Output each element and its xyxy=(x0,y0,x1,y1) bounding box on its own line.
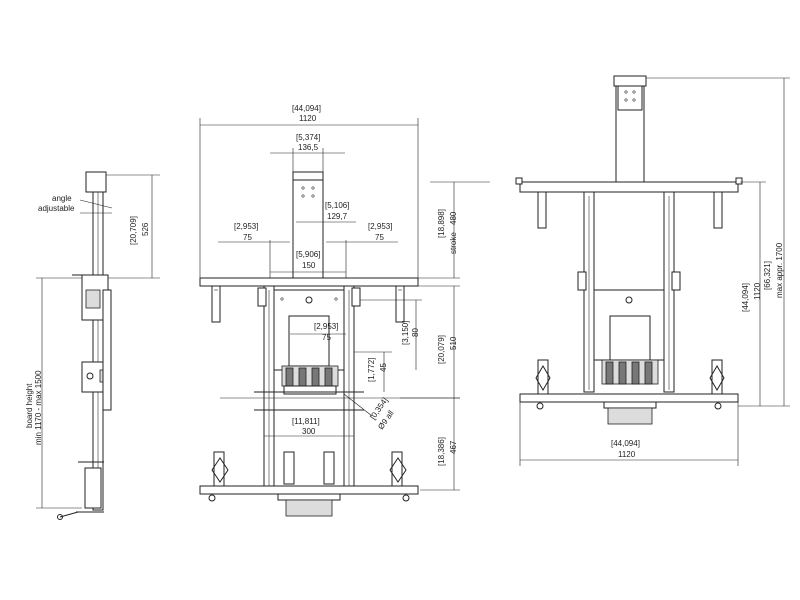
board-height-label-1: board height xyxy=(25,383,34,428)
board-height-label-2: min 1170 - max 1500 xyxy=(34,370,43,445)
front-top-crossbar xyxy=(199,277,419,287)
dim-right-1120-inch: [44,094] xyxy=(741,283,750,312)
right-foot-box xyxy=(607,407,653,425)
dim-base-1120-mm: 1120 xyxy=(618,450,636,459)
dim-1120-inch: [44,094] xyxy=(292,104,321,113)
dim-467-inch: [18,386] xyxy=(437,437,446,466)
right-base-bar xyxy=(519,393,739,403)
dim-150-inch: [5,906] xyxy=(296,250,320,259)
hole-leader xyxy=(343,393,373,417)
dim-base-1120-inch: [44,094] xyxy=(611,439,640,448)
dim-300-mm: 300 xyxy=(302,427,316,436)
front-view: [44,094] 1120 [5,374] 136,5 [5,106] 129,… xyxy=(199,104,490,517)
dim-75-right-inch: [2,953] xyxy=(368,222,392,231)
dim-stroke-mm: 480 xyxy=(449,211,458,225)
dim-526-mm: 526 xyxy=(141,222,150,236)
dim-510-mm: 510 xyxy=(449,336,458,350)
dim-45-mm: 45 xyxy=(379,363,388,372)
right-view: [66,321] max appr. 1700 [44,094] 1120 xyxy=(515,75,790,466)
dim-136-inch: [5,374] xyxy=(296,133,320,142)
dim-plate-75-inch: [2,953] xyxy=(314,322,338,331)
front-foot-box xyxy=(285,499,333,517)
dim-stroke-label: stroke xyxy=(449,232,458,254)
dim-1700-label: max appr. 1700 xyxy=(775,242,784,298)
dim-75-right-mm: 75 xyxy=(375,233,384,242)
angle-label-1: angle xyxy=(52,194,72,203)
right-top-crossbar xyxy=(519,181,739,193)
side-view: angle adjustable [20,709] 526 board heig… xyxy=(25,171,160,520)
dim-80-inch: [3,150] xyxy=(401,321,410,345)
dim-75-left-inch: [2,953] xyxy=(234,222,258,231)
front-base-bar xyxy=(199,485,419,495)
dim-129-mm: 129,7 xyxy=(327,212,348,221)
dim-510-inch: [20,079] xyxy=(437,335,446,364)
dim-150-mm: 150 xyxy=(302,261,316,270)
dim-75-left-mm: 75 xyxy=(243,233,252,242)
dim-1700-inch: [66,321] xyxy=(763,261,772,290)
front-plate-hole xyxy=(305,296,313,304)
dim-526-inch: [20,709] xyxy=(129,216,138,245)
dim-1120-mm: 1120 xyxy=(299,114,317,123)
dim-300-inch: [11,811] xyxy=(292,417,320,426)
side-top-cap xyxy=(85,171,107,193)
dim-467-mm: 467 xyxy=(449,440,458,454)
dim-stroke-inch: [18,898] xyxy=(437,209,446,238)
dim-129-inch: [5,106] xyxy=(325,201,349,210)
angle-label-2: adjustable xyxy=(38,204,75,213)
dim-136-mm: 136,5 xyxy=(298,143,319,152)
dim-45-inch: [1,772] xyxy=(367,358,376,382)
side-board-panel xyxy=(102,289,112,411)
side-foot-mount xyxy=(84,467,102,509)
dim-plate-75-mm: 75 xyxy=(322,333,331,342)
dim-right-1120-mm: 1120 xyxy=(753,282,762,300)
dim-80-mm: 80 xyxy=(411,328,420,337)
crank-handle xyxy=(59,511,79,518)
